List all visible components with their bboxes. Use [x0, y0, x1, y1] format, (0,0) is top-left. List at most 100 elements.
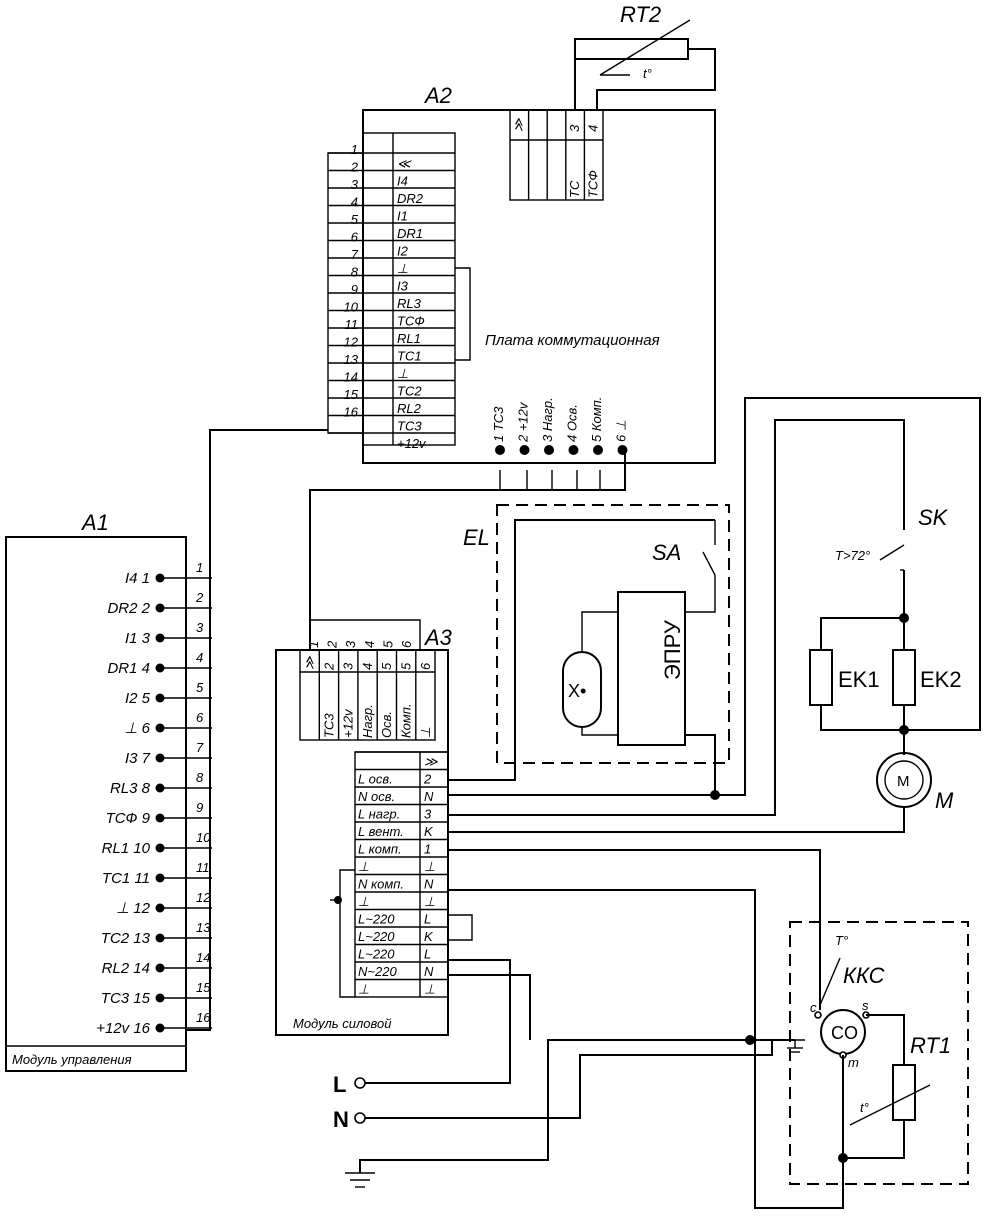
l-terminal-label: L — [333, 1072, 346, 1097]
a3-top-pin-label: Комп. — [399, 703, 414, 738]
a2-bottom-pin: 1 TC3 — [491, 406, 506, 455]
a1-pin-label: TC2 13 — [101, 930, 151, 947]
a3-terminal-label: N осв. — [358, 789, 395, 804]
a2-pin-number: 15 — [344, 387, 359, 402]
a3-label: A3 — [423, 625, 453, 650]
n-terminal-label: N — [333, 1107, 349, 1132]
a3-terminal: ⊥⊥ — [355, 978, 448, 997]
a2-pin: 6I2 — [328, 230, 455, 259]
a2-pin-label: TC3 — [397, 419, 422, 434]
a2-pin: 1≪ — [328, 142, 455, 171]
eprau-label: ЭПРУ — [660, 619, 685, 680]
a3-terminal-label: ⊥ — [358, 894, 369, 909]
a2-pin-number: 8 — [351, 265, 359, 280]
a2-pin-number: 3 — [351, 177, 359, 192]
a2-bottom-pin-label: 3 Нагр. — [540, 397, 555, 442]
a3-top-pin-label: +12v — [341, 708, 356, 738]
kkc-m: m — [848, 1055, 859, 1070]
a2-pin-number: 2 — [350, 160, 359, 175]
a1-wire-number: 8 — [196, 770, 204, 785]
kkc-c: c — [810, 1000, 817, 1015]
a2-pin-number: 11 — [345, 317, 359, 332]
a3-terminal-label: L~220 — [358, 947, 395, 962]
a3-terminal-id: ≫ — [424, 754, 438, 769]
a3-top-number: 6 — [399, 640, 414, 648]
a1-wire-number: 2 — [195, 590, 204, 605]
sensor-rt2: RT2 t° — [574, 2, 716, 110]
a2-top-pin-number: 3 — [567, 124, 582, 132]
a3-terminal-id: 3 — [424, 807, 432, 822]
a2-pin-number: 6 — [351, 230, 359, 245]
a1-pin-label: RL1 10 — [102, 840, 151, 857]
a3-terminal: N осв.N — [355, 786, 448, 804]
sk-temp: T>72° — [835, 548, 870, 563]
a2-pin-label: TC2 — [397, 384, 422, 399]
a2-bottom-pin: 4 Осв. — [565, 404, 580, 455]
a1-pin: I1 33 — [125, 620, 212, 647]
a2-pin-label: RL2 — [397, 401, 422, 416]
a1-pin: RL3 88 — [110, 770, 212, 797]
a3-terminal-id: K — [424, 929, 434, 944]
a2-bottom-pin-dot — [495, 445, 505, 455]
rt2-label: RT2 — [620, 2, 661, 27]
a1-pin-label: I4 1 — [125, 570, 150, 587]
a1-wire-number: 9 — [196, 800, 203, 815]
a3-terminal: ≫ — [355, 751, 448, 769]
a1-pin: ТСФ 99 — [106, 800, 212, 827]
a1-pin: I3 77 — [125, 740, 212, 767]
a3-top-number: 4 — [362, 641, 377, 648]
sa-label: SA — [652, 540, 681, 565]
a3-terminal-label: ⊥ — [358, 859, 369, 874]
a2-pin-label: +12v — [397, 436, 427, 451]
a3-terminal-label: L~220 — [358, 912, 395, 927]
a3-top-pin-label: Нагр. — [360, 704, 375, 738]
el-label: EL — [463, 525, 490, 550]
a3-terminal-label: L вент. — [358, 824, 404, 839]
a2-pin-label: ТСФ — [397, 314, 425, 329]
a3-top-number: 3 — [343, 640, 358, 648]
a2-pin: 8I3 — [328, 265, 455, 294]
a2-pin-label: DR2 — [397, 191, 424, 206]
a1-pin-label: I3 7 — [125, 750, 151, 767]
a1-wire-number: 12 — [196, 890, 211, 905]
a2-bottom-pin-dot — [568, 445, 579, 455]
a2-pin-label: RL3 — [397, 296, 422, 311]
a2-pin: 2I4 — [328, 160, 455, 189]
a1-pin-label: ⊥ 12 — [116, 900, 151, 917]
compressor-symbol: CO — [831, 1023, 858, 1043]
a1-wire-number: 15 — [196, 980, 211, 995]
a3-top-pin-number: 6 — [418, 662, 433, 670]
a3-top-number: 1 — [306, 641, 321, 648]
wire-harness — [186, 429, 626, 1031]
a2-pin-number: 1 — [351, 142, 358, 157]
compressor-kkc: ККС T° CO c s m RT1 t° — [448, 849, 969, 1209]
a2-top-pin: 3TC — [565, 110, 582, 200]
a2-bottom-pin: 5 Комп. — [589, 397, 604, 455]
a2-pin: +12v — [328, 432, 455, 451]
a2-bottom-pin-label: 6 ⊥ — [614, 420, 629, 442]
a3-top-pin-number: 5 — [379, 662, 394, 670]
a1-pin: DR2 22 — [107, 590, 212, 617]
a2-pin-number: 10 — [344, 300, 359, 315]
a2-pin-number: 16 — [344, 405, 359, 420]
a1-pin-label: TC3 15 — [101, 990, 151, 1007]
a2-pin: 7⊥ — [328, 247, 455, 276]
a1-wire-number: 1 — [196, 560, 203, 575]
a1-wire-number: 14 — [196, 950, 210, 965]
a2-pin-label: I4 — [397, 174, 408, 189]
a2-pin-label: ⊥ — [397, 261, 408, 276]
a3-terminal-id: ⊥ — [424, 859, 435, 874]
